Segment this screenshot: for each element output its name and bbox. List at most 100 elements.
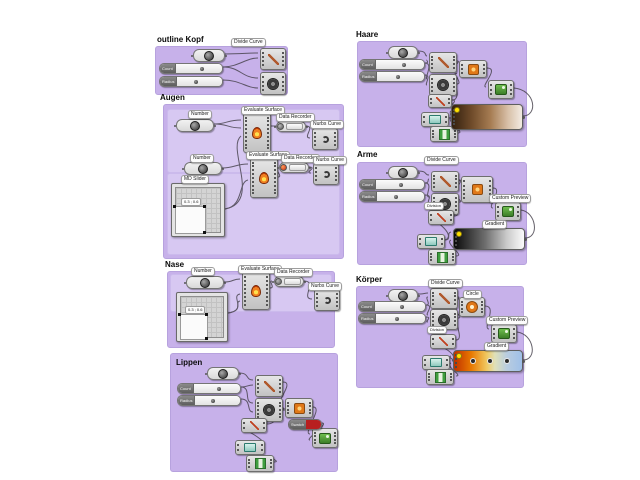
pipe-component[interactable] — [461, 176, 493, 203]
slider-grip-icon[interactable] — [396, 74, 401, 79]
line-component[interactable] — [430, 288, 458, 309]
radius-slider[interactable]: Radius — [358, 313, 426, 324]
count-slider[interactable]: Count — [359, 179, 425, 190]
slider-track[interactable] — [195, 396, 240, 405]
line-component[interactable] — [431, 171, 459, 192]
gradient-grip-icon[interactable] — [488, 359, 492, 363]
bounds-component[interactable] — [235, 440, 265, 455]
custom-preview-component[interactable] — [488, 80, 514, 99]
number-param[interactable] — [184, 276, 226, 289]
bounds-component[interactable] — [422, 355, 450, 370]
preview-image-icon — [495, 84, 507, 95]
colour-swatch[interactable]: Swatch — [288, 419, 322, 430]
slider-track[interactable] — [375, 60, 424, 69]
swatch-color[interactable] — [306, 420, 321, 429]
line-component[interactable] — [260, 48, 286, 70]
construct-domain-component[interactable] — [426, 369, 454, 385]
evaluate-surface-component[interactable] — [243, 113, 271, 153]
count-slider[interactable]: Count — [177, 383, 241, 394]
gradient-bar-arme[interactable] — [453, 228, 527, 250]
slider-track[interactable] — [374, 302, 425, 311]
slider-track[interactable] — [175, 64, 222, 73]
count-slider[interactable]: Count — [359, 59, 425, 70]
radius-slider[interactable]: Radius — [177, 395, 241, 406]
slider-grip-icon[interactable] — [393, 194, 398, 199]
pipe-component[interactable] — [459, 60, 487, 78]
slider-grip-icon[interactable] — [402, 62, 407, 67]
division-component[interactable] — [241, 418, 267, 433]
data-recorder[interactable] — [274, 121, 308, 132]
number-param[interactable] — [182, 162, 224, 175]
construct-domain-component[interactable] — [428, 249, 456, 265]
slider-track[interactable] — [377, 72, 424, 81]
slider-track[interactable] — [177, 77, 222, 86]
slider-grip-icon[interactable] — [394, 316, 399, 321]
division-icon — [436, 213, 446, 222]
md-slider-region[interactable] — [180, 314, 208, 340]
md-slider[interactable]: 0.3 ; 0.6 — [171, 183, 225, 237]
slider-track[interactable] — [376, 314, 425, 323]
md-slider-region[interactable] — [175, 206, 206, 234]
curve-icon — [323, 296, 331, 304]
division-component[interactable] — [428, 210, 454, 225]
record-icon[interactable] — [277, 123, 284, 130]
gradient-bar-koerper[interactable] — [453, 350, 525, 372]
radius-slider[interactable]: Radius — [159, 76, 223, 87]
gradient-grip-icon[interactable] — [456, 231, 462, 237]
gradient-grip-icon[interactable] — [456, 353, 462, 359]
nurbs-curve-component[interactable] — [314, 289, 340, 311]
line-component[interactable] — [429, 52, 457, 73]
gradient-grip-icon[interactable] — [454, 107, 460, 113]
line-component[interactable] — [255, 375, 283, 397]
slider-grip-icon[interactable] — [199, 66, 204, 71]
slider-track[interactable] — [193, 384, 240, 393]
divide-component[interactable] — [260, 72, 286, 95]
division-component[interactable] — [430, 334, 456, 349]
md-slider-handle[interactable] — [205, 313, 208, 316]
gradient-bar-haare[interactable] — [451, 104, 525, 130]
construct-domain-component[interactable] — [246, 455, 274, 472]
record-icon[interactable] — [275, 278, 282, 285]
circle-component[interactable] — [459, 297, 485, 317]
slider-grip-icon[interactable] — [216, 386, 221, 391]
slider-grip-icon[interactable] — [399, 304, 404, 309]
bounds-component[interactable] — [417, 234, 445, 249]
count-slider[interactable]: Count — [159, 63, 223, 74]
point-param[interactable] — [205, 367, 241, 380]
radius-slider[interactable]: Radius — [359, 71, 425, 82]
division-component[interactable] — [428, 94, 452, 108]
curve-icon — [322, 170, 330, 178]
custom-preview-component[interactable] — [312, 428, 338, 448]
divide-component[interactable] — [429, 74, 457, 96]
point-param[interactable] — [191, 49, 227, 62]
slider-grip-icon[interactable] — [211, 398, 216, 403]
gradient-grip-icon[interactable] — [505, 359, 509, 363]
md-slider[interactable]: 0.3 ; 0.6 — [176, 292, 228, 342]
pipe-component[interactable] — [285, 398, 313, 418]
gradient-grip-icon[interactable] — [471, 359, 475, 363]
flame-icon — [259, 172, 269, 184]
nurbs-curve-component[interactable] — [313, 163, 339, 185]
data-recorder[interactable] — [277, 162, 311, 173]
slider-track[interactable] — [377, 192, 424, 201]
md-slider-handle[interactable] — [203, 205, 206, 208]
slider-track[interactable] — [375, 180, 424, 189]
point-param[interactable] — [386, 166, 420, 179]
point-param[interactable] — [386, 46, 420, 59]
orange-node-icon — [467, 63, 479, 75]
nurbs-curve-component[interactable] — [312, 128, 338, 150]
count-slider[interactable]: Count — [358, 301, 426, 312]
evaluate-surface-component[interactable] — [250, 158, 278, 198]
radius-slider[interactable]: Radius — [359, 191, 425, 202]
number-param[interactable] — [174, 119, 216, 132]
slider-grip-icon[interactable] — [194, 79, 199, 84]
group-label-arme: Arme — [357, 150, 378, 159]
record-icon[interactable] — [280, 164, 287, 171]
data-recorder[interactable] — [272, 276, 306, 287]
slider-grip-icon[interactable] — [398, 182, 403, 187]
bounds-component[interactable] — [421, 112, 449, 127]
construct-domain-component[interactable] — [430, 126, 458, 142]
evaluate-surface-component[interactable] — [242, 272, 270, 310]
custom-preview-component[interactable] — [495, 202, 521, 221]
custom-preview-component[interactable] — [491, 324, 517, 343]
